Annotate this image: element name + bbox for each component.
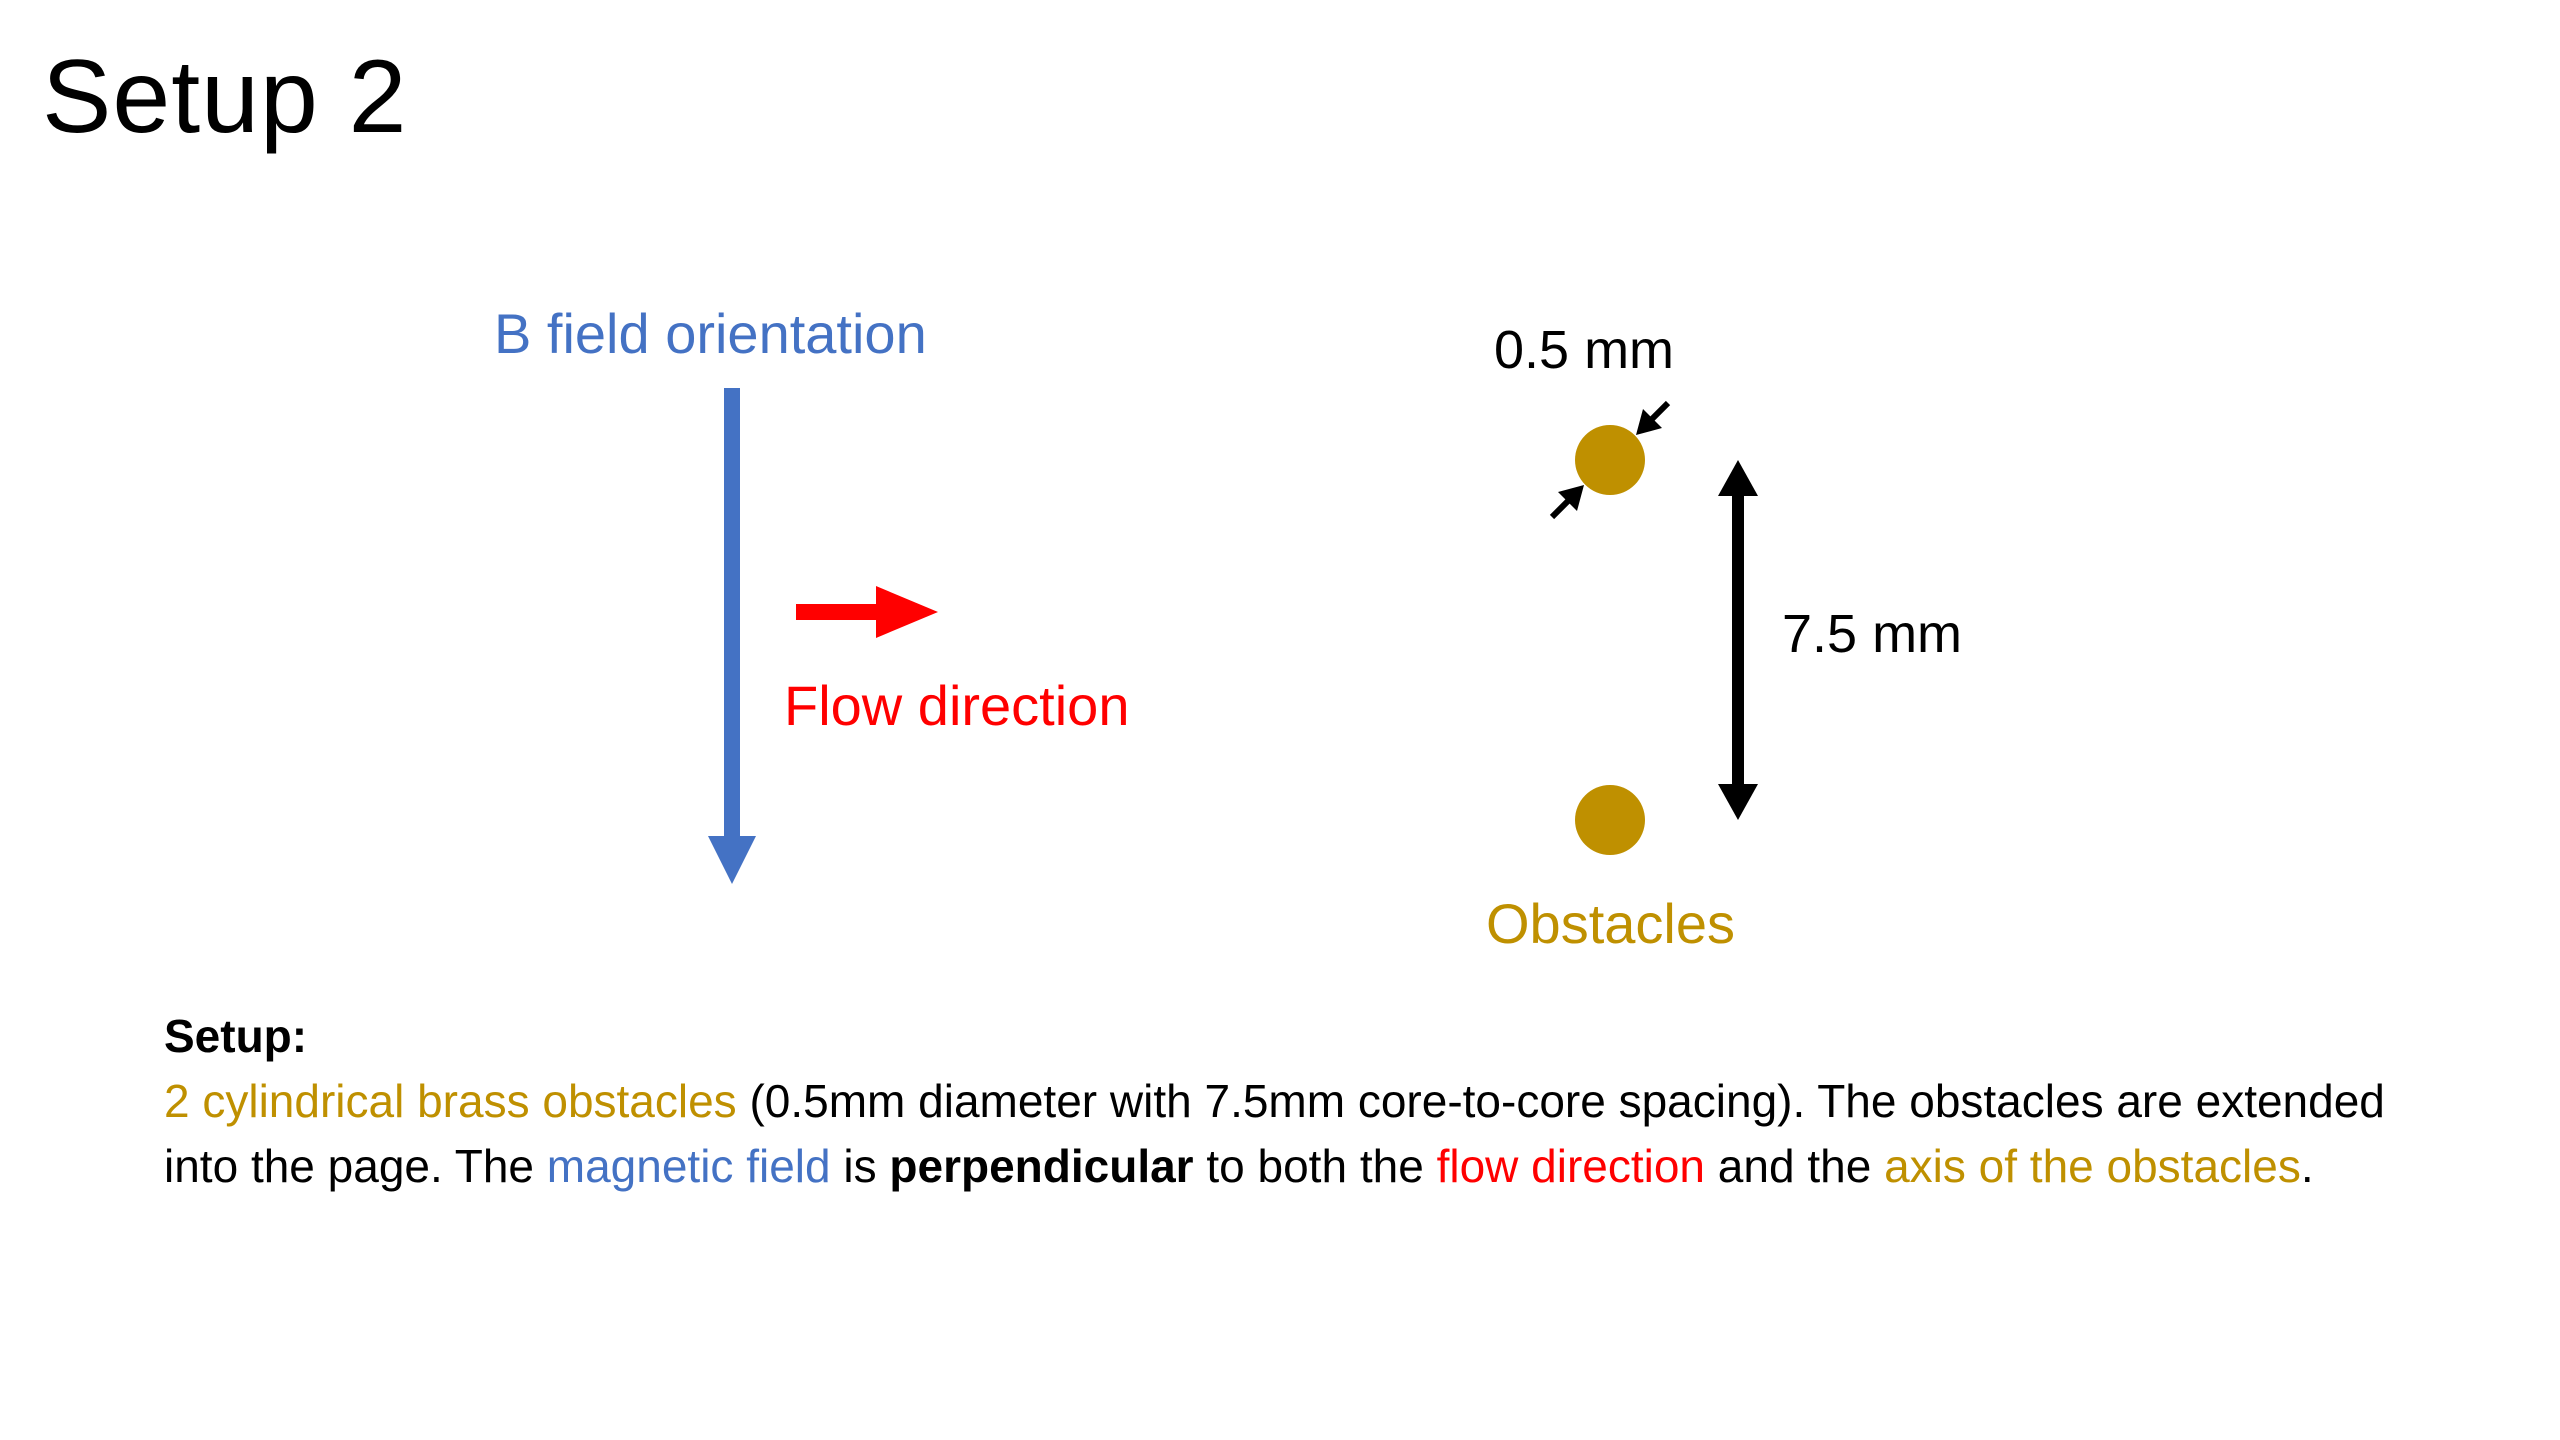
spacing-arrow xyxy=(1718,460,1758,820)
slide-title: Setup 2 xyxy=(42,39,408,155)
flow-arrow xyxy=(796,586,938,638)
description-text: is xyxy=(830,1140,890,1192)
flow-direction-label: Flow direction xyxy=(784,674,1130,737)
b-field-label: B field orientation xyxy=(494,302,927,365)
diameter-arrow-upper xyxy=(1636,400,1671,435)
description-text: (0.5mm diameter with 7.5mm core-to-core … xyxy=(164,1075,2385,1192)
perpendicular-text: perpendicular xyxy=(889,1140,1194,1192)
spacing-label: 7.5 mm xyxy=(1782,604,1963,664)
setup-heading: Setup: xyxy=(164,1010,308,1062)
obstacle-axis-text: axis of the obstacles xyxy=(1884,1140,2301,1192)
description-text: and the xyxy=(1705,1140,1885,1192)
diameter-arrow-lower xyxy=(1549,485,1584,520)
setup-paragraph: 2 cylindrical brass obstacles (0.5mm dia… xyxy=(164,1069,2404,1199)
obstacle-bottom xyxy=(1575,785,1645,855)
obstacle-top xyxy=(1575,425,1645,495)
description-text: . xyxy=(2300,1140,2314,1192)
description-text: to both the xyxy=(1193,1140,1437,1192)
setup-description: Setup: 2 cylindrical brass obstacles (0.… xyxy=(164,1004,2404,1199)
flow-direction-text: flow direction xyxy=(1436,1140,1706,1192)
brass-obstacles-text: 2 cylindrical brass obstacles xyxy=(164,1075,737,1127)
diameter-label: 0.5 mm xyxy=(1494,320,1675,380)
b-field-arrow xyxy=(708,388,756,884)
magnetic-field-text: magnetic field xyxy=(546,1140,831,1192)
obstacles-label: Obstacles xyxy=(1486,892,1735,955)
